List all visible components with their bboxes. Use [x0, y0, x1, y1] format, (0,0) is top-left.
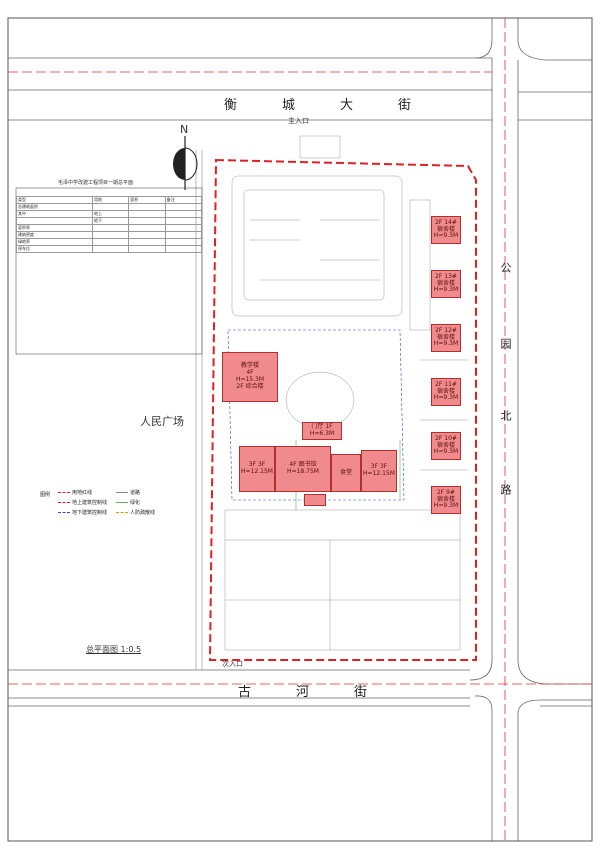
north-road-label-2: 城: [282, 98, 297, 113]
south-road-label-3: 街: [354, 685, 369, 700]
site-boundary: [208, 158, 477, 661]
legend-item: 道路: [116, 489, 140, 496]
east-road-label-4: 路: [499, 484, 512, 495]
south-road-label-2: 河: [296, 685, 311, 700]
table-row: 总建筑面积: [16, 203, 203, 211]
south-road-label-1: 古: [238, 685, 253, 700]
table-row: 停车位: [16, 245, 203, 253]
legend-item: 地上建筑控制线: [58, 499, 107, 506]
east-road-label-2: 园: [499, 338, 512, 349]
data-table: 类型用地面积备注 总建筑面积 其中地上 地下 容积率 建筑密度 绿地率 停车位: [16, 196, 203, 253]
north-road: [8, 57, 492, 121]
table-row: 建筑密度: [16, 231, 203, 239]
side-entrance-label: 次入口: [222, 660, 243, 668]
east-road-label-1: 公: [499, 262, 512, 273]
table-row: 地下: [16, 217, 203, 225]
north-arrow-icon: [173, 136, 198, 190]
building-canteen: 食堂: [331, 454, 361, 492]
drawing-caption: 总平面图 1:0.5: [86, 645, 142, 654]
legend-item: 用地红线: [58, 489, 92, 496]
legend-title: 图例: [40, 492, 51, 498]
north-road-label-3: 大: [340, 98, 355, 113]
table-row: 绿地率: [16, 238, 203, 246]
table-row: 类型用地面积备注: [16, 196, 203, 204]
south-road: [8, 669, 592, 707]
plaza-label: 人民广场: [140, 415, 184, 428]
north-arrow-letter: N: [180, 123, 189, 136]
building-annex: [304, 494, 326, 506]
east-road: [469, 18, 592, 841]
table-title: 毛泽中学改建工程项目一期总平面: [58, 180, 134, 186]
table-row: 其中地上: [16, 210, 203, 218]
table-row: 容积率: [16, 224, 203, 232]
legend-item: 绿化: [116, 499, 140, 506]
north-road-label-1: 衡: [224, 98, 239, 113]
main-entrance-label: 主入口: [288, 117, 309, 125]
east-road-label-3: 北: [499, 410, 512, 421]
legend-item: 地下建筑控制线: [58, 509, 107, 516]
legend-item: 人防疏散线: [116, 509, 155, 516]
north-road-label-4: 街: [398, 98, 413, 113]
